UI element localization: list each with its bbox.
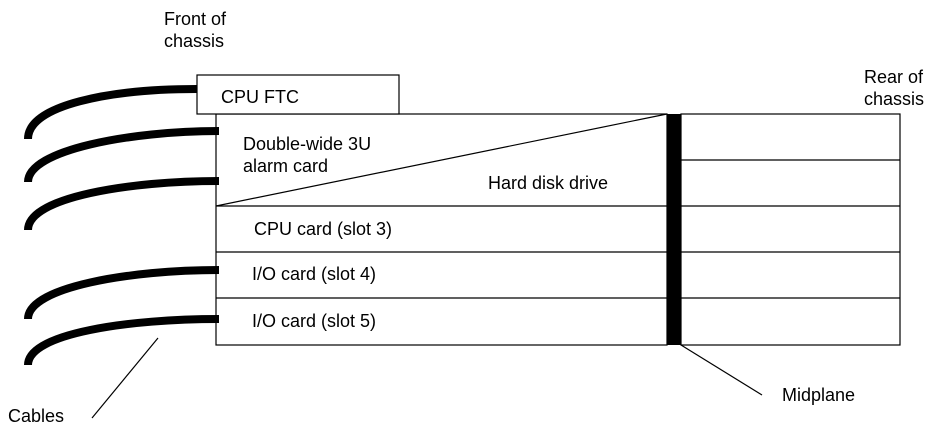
rear-section [680, 113, 901, 346]
cable-1 [24, 85, 198, 140]
midplane-bar [667, 114, 681, 345]
cables-group [24, 85, 220, 366]
front-of-chassis-label: Front of chassis [164, 9, 227, 51]
cables-leader [91, 337, 159, 419]
cpu-ftc-box [196, 74, 400, 115]
hard-disk-drive-label: Hard disk drive [488, 173, 609, 193]
midplane-label: Midplane [782, 385, 856, 405]
rear-of-chassis-label: Rear of chassis [864, 67, 925, 109]
cable-3 [24, 177, 220, 231]
io-card-slot4-label: I/O card (slot 4) [252, 264, 377, 284]
cables-label: Cables [8, 406, 65, 426]
cpu-ftc-label: CPU FTC [221, 87, 299, 107]
diagonal-split [215, 113, 668, 207]
io-card-slot5-label: I/O card (slot 5) [252, 311, 377, 331]
midplane-leader [680, 344, 763, 396]
alarm-card-label: Double-wide 3U alarm card [243, 134, 372, 176]
cable-5 [24, 315, 220, 366]
cpu-card-label: CPU card (slot 3) [254, 219, 393, 239]
cable-2 [24, 127, 220, 183]
cable-4 [24, 266, 220, 320]
